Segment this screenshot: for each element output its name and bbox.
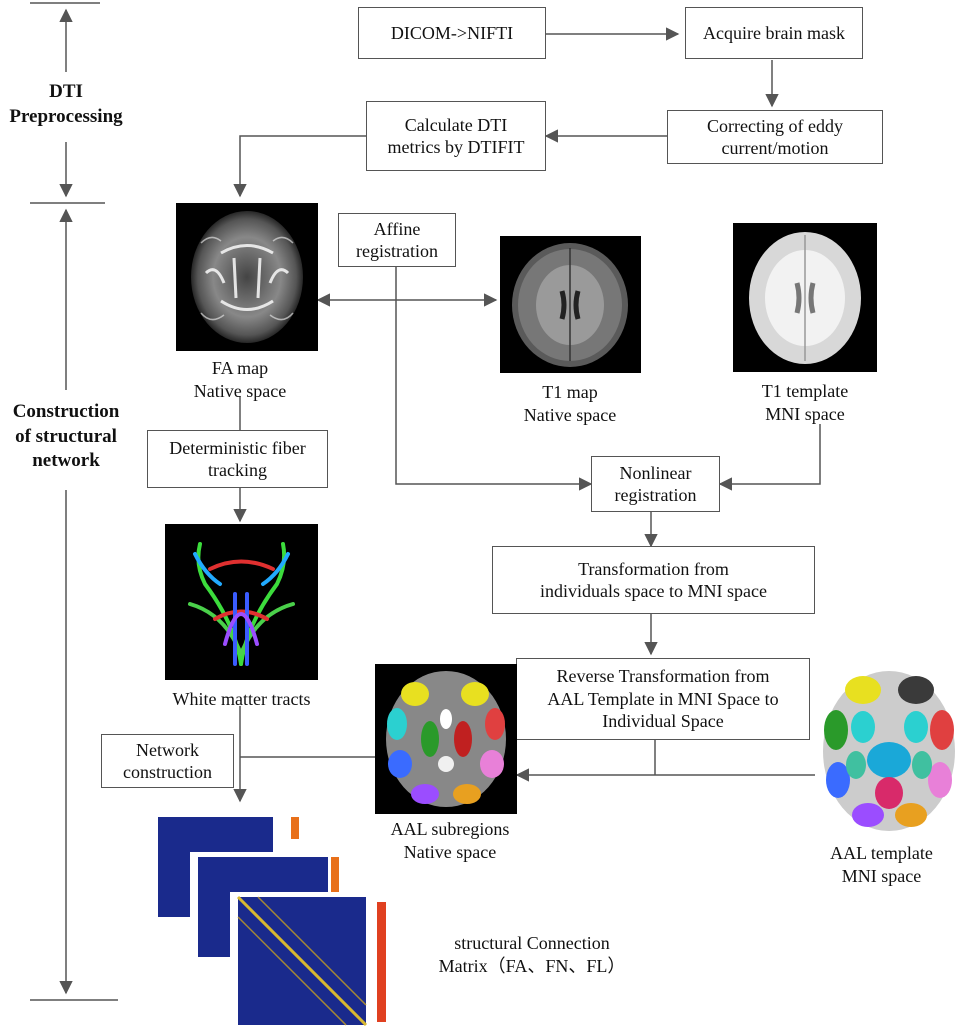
aal-subregions-image (375, 664, 517, 814)
caption-fa-map: FA map Native space (193, 358, 287, 401)
arrow-template-to-nonlinear (718, 424, 821, 491)
phase-label-construction: Construction of structural network (0, 400, 132, 475)
fa-map-image (176, 203, 318, 351)
box-deterministic-fiber-tracking: Deterministic fiber tracking (147, 430, 328, 488)
caption-aal-subregions: AAL subregions Native space (390, 819, 510, 862)
caption-aal-template: AAL template MNI space (830, 843, 933, 886)
matrix-3 (230, 892, 398, 1034)
white-matter-tracts-image (165, 524, 318, 680)
t1-map-image (500, 236, 641, 373)
box-transformation-to-mni: Transformation from individuals space to… (492, 546, 815, 614)
box-acquire-brain-mask: Acquire brain mask (685, 7, 863, 59)
box-reverse-transformation: Reverse Transformation from AAL Template… (516, 658, 810, 740)
arrow-affine-to-nonlinear (395, 267, 593, 491)
box-network-construction: Network construction (101, 734, 234, 788)
aal-template-image (818, 665, 960, 837)
box-calculate-dti-metrics: Calculate DTI metrics by DTIFIT (366, 101, 546, 171)
caption-t1-map: T1 map Native space (523, 382, 617, 425)
arrow-dtifit-to-fa (233, 135, 366, 198)
caption-white-matter-tracts: White matter tracts (172, 689, 311, 709)
connection-matrix-stack (148, 812, 398, 1034)
box-correcting-eddy: Correcting of eddy current/motion (667, 110, 883, 164)
box-dicom-to-nifti: DICOM->NIFTI (358, 7, 546, 59)
caption-t1-template: T1 template MNI space (761, 381, 849, 424)
box-nonlinear-registration: Nonlinear registration (591, 456, 720, 512)
box-affine-registration: Affine registration (338, 213, 456, 267)
caption-connection-matrix: structural Connection Matrix（FA、FN、FL） (438, 933, 626, 976)
t1-template-image (733, 223, 877, 372)
phase-label-preprocessing: DTI Preprocessing (0, 80, 132, 130)
